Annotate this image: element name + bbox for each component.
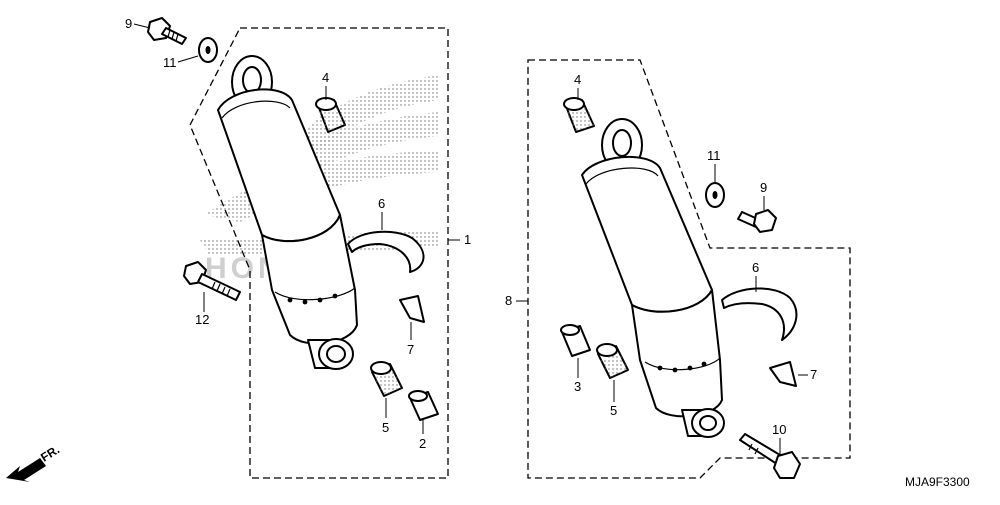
callout-right-9: 9 [760, 180, 767, 195]
right-band-6 [721, 287, 798, 341]
left-callouts: 9 11 4 6 1 12 7 5 2 [125, 16, 471, 451]
callout-left-2: 2 [419, 436, 426, 451]
left-bolt-12 [183, 261, 241, 301]
right-assembly-frame [527, 59, 851, 479]
diagram-code: MJA9F3300 [905, 475, 970, 489]
right-shock-absorber [581, 118, 725, 438]
callout-right-4: 4 [574, 72, 581, 87]
left-cap-7 [399, 295, 425, 323]
right-washer-11 [705, 182, 725, 208]
right-collar-3 [560, 324, 591, 357]
callout-right-11: 11 [707, 148, 721, 163]
callout-left-4: 4 [322, 70, 329, 85]
callout-right-6: 6 [752, 260, 759, 275]
left-collar-2 [408, 390, 439, 421]
left-washer-11 [198, 37, 218, 63]
left-bushing-5 [370, 361, 403, 397]
right-callouts: 4 11 9 6 8 3 5 7 10 [505, 72, 817, 456]
callout-right-8: 8 [505, 293, 512, 308]
right-shock-upper-cover [581, 155, 713, 313]
callout-left-9: 9 [125, 16, 132, 31]
arrow-icon [6, 458, 46, 482]
right-bushing-5 [596, 343, 629, 379]
left-bolt-9 [147, 17, 187, 45]
right-bushing-4 [563, 97, 595, 133]
callout-left-5: 5 [382, 420, 389, 435]
left-band-6 [347, 230, 425, 273]
left-shock-absorber [217, 55, 358, 370]
right-cap-7 [769, 361, 797, 387]
right-bolt-10 [739, 433, 801, 479]
callout-right-3: 3 [574, 379, 581, 394]
callout-right-10: 10 [772, 422, 786, 437]
front-direction-arrow: FR. [6, 442, 62, 482]
right-bolt-9 [737, 209, 777, 233]
callout-right-7: 7 [810, 367, 817, 382]
left-shock-lower-body [261, 214, 358, 345]
callout-left-12: 12 [195, 312, 209, 327]
left-bushing-4 [315, 97, 346, 133]
callout-left-11: 11 [163, 55, 177, 70]
right-shock-lower-body [631, 289, 723, 418]
callout-left-7: 7 [407, 342, 414, 357]
callout-right-5: 5 [610, 403, 617, 418]
callout-left-1: 1 [464, 232, 471, 247]
callout-left-6: 6 [378, 196, 385, 211]
